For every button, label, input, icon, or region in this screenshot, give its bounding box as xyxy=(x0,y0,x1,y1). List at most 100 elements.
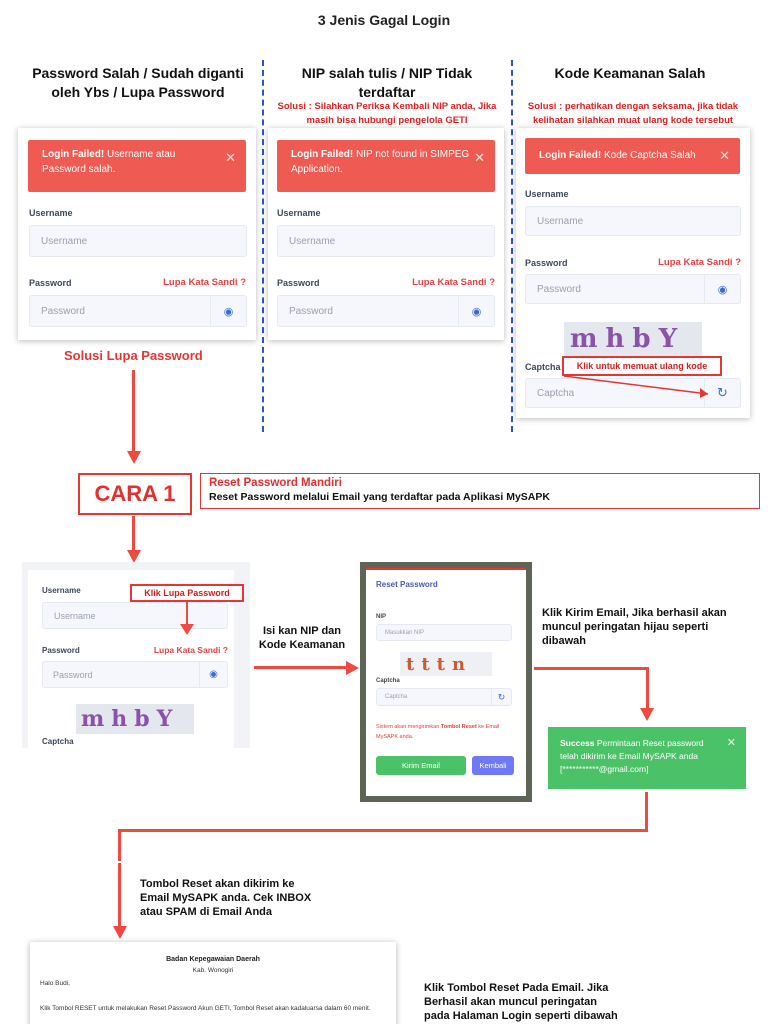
password-input[interactable]: Password xyxy=(537,283,581,295)
reload-callout: Klik untuk memuat ulang kode xyxy=(562,356,722,376)
captcha-label: Captcha xyxy=(376,678,400,684)
captcha-label: Captcha xyxy=(42,737,74,746)
captcha-field: Captcha ↻ xyxy=(376,688,512,706)
forgot-password-link[interactable]: Lupa Kata Sandi ? xyxy=(658,257,741,268)
success-message: Permintaan Reset password telah dikirim … xyxy=(560,738,704,774)
alert-title: Login Failed! xyxy=(291,149,354,160)
arrow-head xyxy=(127,550,141,563)
password-field: Password ◉ xyxy=(525,274,741,304)
captcha-label: Captcha xyxy=(525,362,561,372)
username-input[interactable]: Username xyxy=(42,602,228,629)
reset-info-bold: Tombol Reset xyxy=(440,724,477,730)
arrow-head xyxy=(180,624,194,635)
password-label: Password xyxy=(29,278,72,288)
forgot-password-link[interactable]: Lupa Kata Sandi ? xyxy=(163,277,246,288)
success-alert: Success Permintaan Reset password telah … xyxy=(548,727,746,789)
arrow-head xyxy=(112,926,127,939)
column-heading-password: Password Salah / Sudah diganti oleh Ybs … xyxy=(32,65,244,100)
flow-arrow xyxy=(254,666,350,669)
captcha-image: tttn xyxy=(400,652,492,676)
eye-icon[interactable]: ◉ xyxy=(458,296,494,326)
forgot-password-callout: Klik Lupa Password xyxy=(130,584,244,602)
back-button[interactable]: Kembali xyxy=(472,756,514,775)
login-failed-alert: Login Failed! Username atau Password sal… xyxy=(28,140,246,192)
arrow-head xyxy=(346,661,359,675)
password-input[interactable]: Password xyxy=(41,305,85,317)
password-label: Password xyxy=(42,646,80,655)
captcha-image: mhbY xyxy=(564,322,702,356)
callout-arrow xyxy=(186,602,188,626)
method-desc: Reset Password melalui Email yang terdaf… xyxy=(209,491,550,503)
nip-input[interactable]: Masukkan NIP xyxy=(376,624,512,641)
eye-icon[interactable]: ◉ xyxy=(210,296,246,326)
reset-info-text: Sistem akan mengirimkan Tombol Reset ke … xyxy=(376,722,516,742)
column-heading-nip: NIP salah tulis / NIP Tidak terdaftar xyxy=(301,65,473,100)
username-label: Username xyxy=(42,586,81,595)
step-note-check-inbox: Tombol Reset akan dikirim ke Email MySAP… xyxy=(140,878,312,918)
password-label: Password xyxy=(277,278,320,288)
method-label: CARA 1 xyxy=(78,473,192,515)
flow-arrow xyxy=(132,516,135,552)
captcha-image: mhbY xyxy=(76,704,194,734)
login-failed-alert: Login Failed! NIP not found in SIMPEG Ap… xyxy=(277,140,495,192)
password-input[interactable]: Password xyxy=(289,305,333,317)
eye-icon[interactable]: ◉ xyxy=(199,662,227,687)
callout-arrow xyxy=(563,375,709,398)
email-greeting: Halo Budi, xyxy=(40,980,70,987)
close-icon[interactable]: ✕ xyxy=(225,150,236,165)
login-card-password-failed: Login Failed! Username atau Password sal… xyxy=(18,128,256,340)
forgot-password-solution-label: Solusi Lupa Password xyxy=(64,348,203,363)
forgot-password-link[interactable]: Lupa Kata Sandi ? xyxy=(153,645,228,655)
password-field: Password ◉ xyxy=(29,295,247,327)
username-label: Username xyxy=(29,208,73,218)
username-input[interactable]: Username xyxy=(525,206,741,236)
username-input[interactable]: Username xyxy=(29,225,247,257)
email-place: Kab. Wonogiri xyxy=(192,967,234,974)
password-input[interactable]: Password xyxy=(53,669,93,680)
captcha-input[interactable]: Captcha xyxy=(385,694,408,700)
flow-arrow xyxy=(118,829,121,929)
email-body: Klik Tombol RESET untuk melakukan Reset … xyxy=(40,1005,371,1012)
login-failed-alert: Login Failed! Kode Captcha Salah ✕ xyxy=(525,138,740,174)
captcha-text: mhbY xyxy=(81,706,180,732)
flow-arrow xyxy=(118,829,648,832)
captcha-input[interactable]: Captcha xyxy=(537,387,575,399)
forgot-password-link[interactable]: Lupa Kata Sandi ? xyxy=(412,277,495,288)
method-description: Reset Password Mandiri Reset Password me… xyxy=(200,473,760,509)
success-title: Success xyxy=(560,738,595,748)
email-org: Badan Kepegawaian Daerah xyxy=(166,956,260,963)
password-label: Password xyxy=(525,258,568,268)
captcha-field: Captcha ↻ xyxy=(525,378,741,408)
close-icon[interactable]: ✕ xyxy=(474,150,485,165)
reset-form-screenshot: Reset Password NIP Masukkan NIP tttn Cap… xyxy=(360,562,532,802)
method-title: Reset Password Mandiri xyxy=(209,477,342,489)
flow-arrow xyxy=(132,370,135,453)
column-separator xyxy=(262,60,264,432)
eye-icon[interactable]: ◉ xyxy=(704,275,740,303)
step-note-click-reset: Klik Tombol Reset Pada Email. Jika Berha… xyxy=(424,982,618,1022)
line-break-mark xyxy=(112,861,127,863)
flow-arrow xyxy=(645,792,648,831)
alert-message: Kode Captcha Salah xyxy=(601,150,696,161)
close-icon[interactable]: ✕ xyxy=(719,148,730,163)
reset-info-pre: Sistem akan mengirimkan xyxy=(376,724,441,730)
captcha-text: tttn xyxy=(406,653,473,675)
column-heading-captcha: Kode Keamanan Salah xyxy=(554,65,706,81)
username-label: Username xyxy=(525,189,569,199)
alert-message: NIP not found in SIMPEG Application. xyxy=(291,149,470,175)
username-input[interactable]: Username xyxy=(277,225,495,257)
solution-nip: Solusi : Silahkan Periksa Kembali NIP an… xyxy=(277,101,497,126)
flow-arrow xyxy=(534,667,649,670)
reset-info-post: ke Email MySAPK anda. xyxy=(376,724,500,740)
column-separator xyxy=(511,60,513,432)
send-email-button[interactable]: Kirim Email xyxy=(376,756,466,775)
close-icon[interactable]: ✕ xyxy=(726,737,736,749)
step-note-fill-form: Isi kan NIP dan Kode Keamanan xyxy=(258,625,346,651)
arrow-head xyxy=(127,451,141,464)
password-field: Password ◉ xyxy=(277,295,495,327)
password-field: Password ◉ xyxy=(42,661,228,688)
email-preview: Badan Kepegawaian Daerah Kab. Wonogiri H… xyxy=(30,942,396,1024)
flow-arrow xyxy=(646,667,649,711)
alert-title: Login Failed! xyxy=(539,150,602,161)
refresh-icon[interactable]: ↻ xyxy=(491,689,511,705)
